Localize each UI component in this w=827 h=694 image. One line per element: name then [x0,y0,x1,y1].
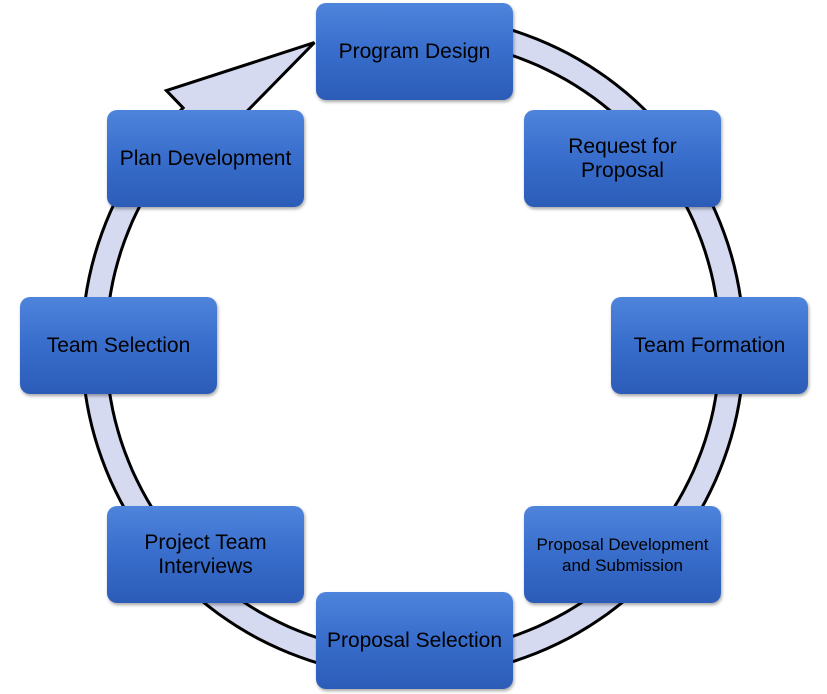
step-proposal-development-and-submission: Proposal Development and Submission [524,506,721,603]
step-label: Plan Development [119,146,292,170]
step-request-for-proposal: Request for Proposal [524,110,721,207]
step-program-design: Program Design [316,3,513,100]
cycle-arrow-shape [80,14,746,679]
step-label: Request for Proposal [568,134,677,182]
step-label: Team Selection [46,333,191,357]
step-project-team-interviews: Project Team Interviews [107,506,304,603]
step-label: Project Team Interviews [144,530,267,578]
step-team-formation: Team Formation [611,297,808,394]
step-label: Proposal Selection [326,628,503,652]
step-label: Proposal Development and Submission [536,534,709,575]
step-label: Team Formation [633,333,786,357]
step-plan-development: Plan Development [107,110,304,207]
step-team-selection: Team Selection [20,297,217,394]
step-label: Program Design [338,39,491,63]
step-proposal-selection: Proposal Selection [316,592,513,689]
